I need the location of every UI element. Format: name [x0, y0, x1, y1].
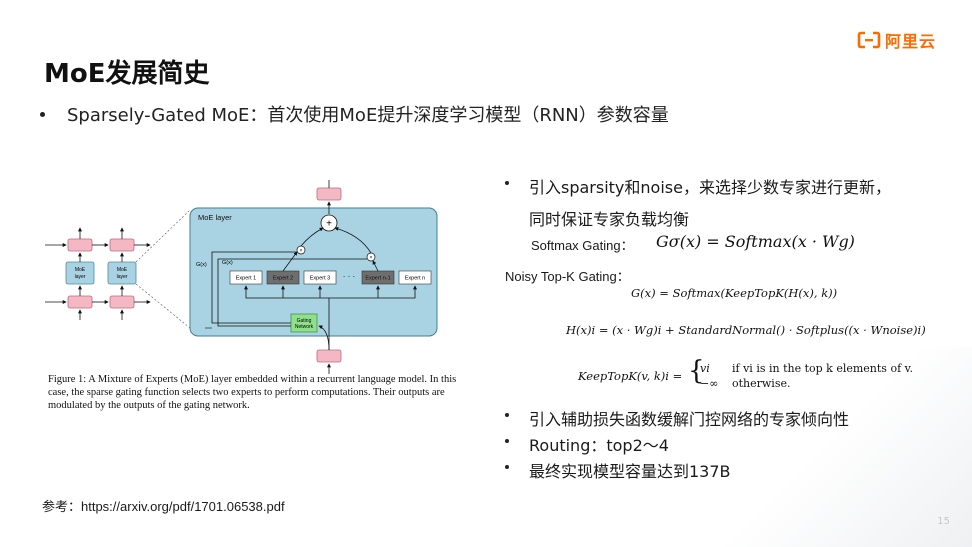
expert-3-box — [303, 270, 337, 285]
moe-layer-label: MoE layer — [198, 213, 232, 222]
expert-ellipsis: · · · — [343, 272, 355, 281]
softmax-formula: Gσ(x) = Softmax(x · Wg) — [656, 232, 855, 251]
rnn-moe-left-label: MoE — [75, 267, 86, 273]
gating-label-1: Gating — [297, 318, 312, 324]
bullet-dot — [505, 181, 509, 185]
bullet-sparsity-line-1: 引入sparsity和noise，来选择少数专家进行更新， — [529, 178, 891, 197]
cases-brace: { — [688, 356, 705, 386]
rnn-moe-right-label: MoE — [117, 267, 128, 273]
gating-label-2: Network — [295, 324, 314, 330]
bullet-dot — [505, 465, 509, 469]
rnn-top-right-box — [109, 238, 135, 252]
bullet-aux-loss-text: 引入辅助损失函数缓解门控网络的专家倾向性 — [529, 410, 850, 429]
experts-row: Expert 1 Expert 2 Expert 3 · · · Expert … — [229, 270, 432, 285]
bullet-capacity-text: 最终实现模型容量达到137B — [529, 462, 731, 481]
expert-n-1-label: Expert n-1 — [365, 276, 390, 282]
bullet-dot — [40, 111, 45, 117]
formula-keeptopk-lhs: KeepTopK(v, k)i = — [578, 369, 683, 383]
gx-label-left: G(x) — [196, 262, 207, 268]
noisy-topk-label: Noisy Top-K Gating： — [505, 269, 630, 284]
bullet-sparsity: 引入sparsity和noise，来选择少数专家进行更新， 同时保证专家负载均衡 — [505, 174, 891, 230]
rnn-moe-left — [65, 261, 95, 285]
bullet-sparsity-line-2: 同时保证专家负载均衡 — [529, 210, 690, 229]
keep-case-1-condition: if vi is in the top k elements of v. — [732, 362, 914, 375]
rnn-moe-right — [107, 261, 137, 285]
expert-n-box — [398, 270, 432, 285]
multiply-right-symbol: × — [370, 255, 373, 261]
expert-1-box — [229, 270, 263, 285]
gx-label-right: G(x) — [222, 260, 233, 266]
subtitle-text: Sparsely-Gated MoE：首次使用MoE提升深度学习模型（RNN）参… — [67, 105, 669, 126]
keep-case-2-condition: otherwise. — [732, 377, 791, 390]
corner-gradient — [712, 347, 972, 547]
slide-title: MoE发展简史 — [44, 59, 210, 89]
bullet-routing: Routing：top2～4 — [505, 432, 669, 456]
rnn-moe-left-label-2: layer — [75, 274, 86, 280]
bullet-dot — [505, 413, 509, 417]
expert-n-label: Expert n — [405, 276, 425, 282]
rnn-bottom-left-box — [67, 295, 93, 309]
expert-1-label: Expert 1 — [236, 276, 256, 282]
bullet-routing-text: Routing：top2～4 — [529, 436, 669, 455]
keep-case-1-value: vi — [700, 362, 710, 375]
input-box — [316, 349, 342, 363]
bullet-aux-loss: 引入辅助损失函数缓解门控网络的专家倾向性 — [505, 406, 849, 430]
caption-line-1: Figure 1: A Mixture of Experts (MoE) lay… — [48, 374, 457, 385]
page-number: 15 — [937, 516, 950, 527]
bullet-capacity: 最终实现模型容量达到137B — [505, 458, 731, 482]
reference-link[interactable]: 参考：https://arxiv.org/pdf/1701.06538.pdf — [42, 499, 285, 514]
bullet-dot — [505, 439, 509, 443]
rnn-bottom-right-box — [109, 295, 135, 309]
formula-h: H(x)i = (x · Wg)i + StandardNormal() · S… — [566, 323, 926, 337]
keep-case-2-value: −∞ — [700, 377, 719, 390]
softmax-gating-label: Softmax Gating： — [531, 238, 634, 253]
alibaba-cloud-mark-icon — [857, 31, 881, 49]
zoom-line-top — [135, 209, 191, 263]
multiply-left-symbol: × — [300, 248, 303, 254]
sum-node — [320, 214, 338, 232]
alibaba-cloud-logo: 阿里云 — [857, 28, 936, 52]
logo-text: 阿里云 — [885, 32, 937, 51]
output-box — [316, 187, 342, 201]
zoom-line-bottom — [135, 283, 191, 329]
rnn-grid: MoE layer MoE layer — [45, 209, 191, 329]
caption-line-3: modulated by the outputs of the gating n… — [48, 400, 250, 411]
rnn-top-left-box — [67, 238, 93, 252]
subtitle-bullet: Sparsely-Gated MoE：首次使用MoE提升深度学习模型（RNN）参… — [40, 101, 669, 127]
expert-2-label: Expert 2 — [273, 276, 293, 282]
expert-3-label: Expert 3 — [310, 276, 330, 282]
formula-g: G(x) = Softmax(KeepTopK(H(x), k)) — [631, 286, 838, 300]
caption-line-2: case, the sparse gating function selects… — [48, 387, 445, 398]
rnn-moe-right-label-2: layer — [117, 274, 128, 280]
figure-caption: Figure 1: A Mixture of Experts (MoE) lay… — [48, 373, 488, 412]
moe-figure: MoE layer MoE layer MoE layer — [45, 180, 438, 374]
sum-symbol: + — [326, 219, 332, 230]
